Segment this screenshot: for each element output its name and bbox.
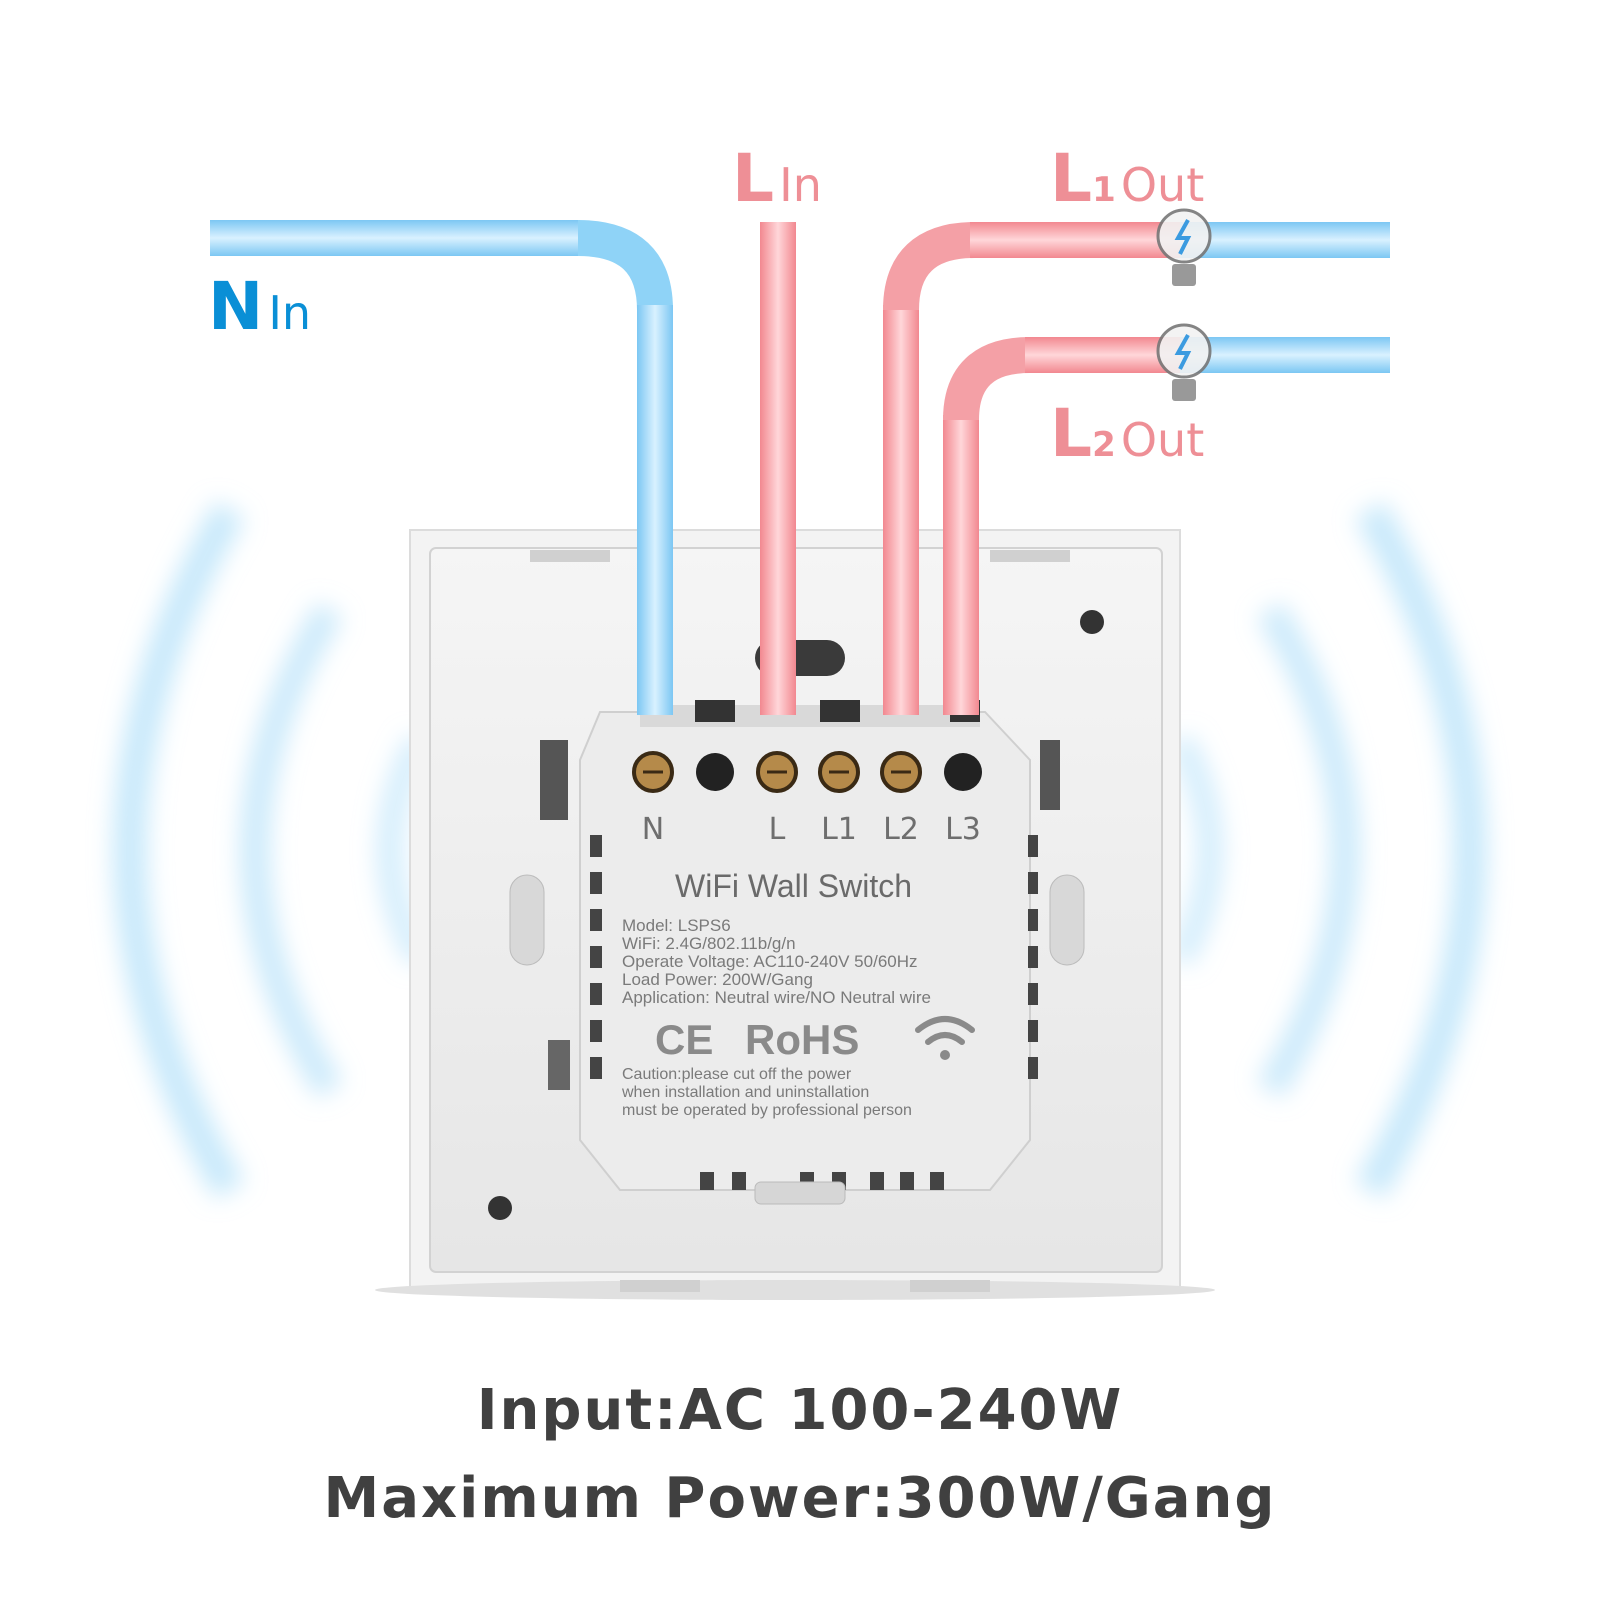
spec-max-power: Maximum Power:300W/Gang <box>323 1466 1277 1531</box>
terminal-label-n: N <box>641 812 665 847</box>
wires <box>210 220 1390 715</box>
caution-line: Caution:please cut off the power <box>622 1066 852 1083</box>
plate-spec-line: WiFi: 2.4G/802.11b/g/n <box>622 934 796 953</box>
terminal-l1-screw <box>818 751 860 793</box>
label-l1-sub: 1 <box>1092 170 1116 210</box>
l1-out-wire <box>883 222 1390 715</box>
switch-module <box>579 705 1038 1205</box>
terminal-label-l2: L2 <box>883 812 919 847</box>
label-l2-out: L2 Out <box>1050 395 1204 472</box>
plate-spec-line: Operate Voltage: AC110-240V 50/60Hz <box>622 952 918 971</box>
terminal-blank-screw <box>696 753 734 791</box>
caution-line: must be operated by professional person <box>622 1102 912 1119</box>
plate-spec-line: Application: Neutral wire/NO Neutral wir… <box>622 988 931 1007</box>
label-l1-word: Out <box>1120 158 1205 212</box>
live-in-wire <box>760 222 796 715</box>
terminal-n-screw <box>632 751 674 793</box>
caution-line: when installation and uninstallation <box>622 1084 870 1101</box>
plate-spec-line: Model: LSPS6 <box>622 916 731 935</box>
plate-spec-line: Load Power: 200W/Gang <box>622 970 813 989</box>
l2-out-wire <box>943 337 1390 715</box>
label-n-letter: N <box>208 268 264 345</box>
wireless-wave-icon <box>113 501 1487 1199</box>
terminal-label-l1: L1 <box>821 812 857 847</box>
label-l1-letter: L <box>1050 140 1093 217</box>
label-l-in: L In <box>732 140 822 217</box>
label-n-word: In <box>268 286 312 340</box>
label-l2-word: Out <box>1120 413 1205 467</box>
terminal-l2-screw <box>880 751 922 793</box>
ce-mark: CE <box>655 1016 714 1063</box>
bulb-icon <box>1156 323 1212 401</box>
bulb-icon <box>1156 208 1212 286</box>
label-l-letter: L <box>732 140 775 217</box>
rohs-mark: RoHS <box>745 1016 860 1063</box>
wifi-icon <box>915 1016 975 1060</box>
spec-input: Input:AC 100-240W <box>476 1378 1124 1443</box>
plate-title: WiFi Wall Switch <box>675 868 913 904</box>
terminal-label-l3: L3 <box>945 812 981 847</box>
neutral-in-wire <box>210 220 673 715</box>
label-l1-out: L1 Out <box>1050 140 1204 217</box>
terminal-label-l: L <box>768 812 786 847</box>
label-n-in: N In <box>208 268 311 345</box>
terminal-l-screw <box>756 751 798 793</box>
label-l-word: In <box>779 158 822 212</box>
label-l2-letter: L <box>1050 395 1093 472</box>
label-l2-sub: 2 <box>1092 425 1116 465</box>
terminal-l3-screw <box>944 753 982 791</box>
